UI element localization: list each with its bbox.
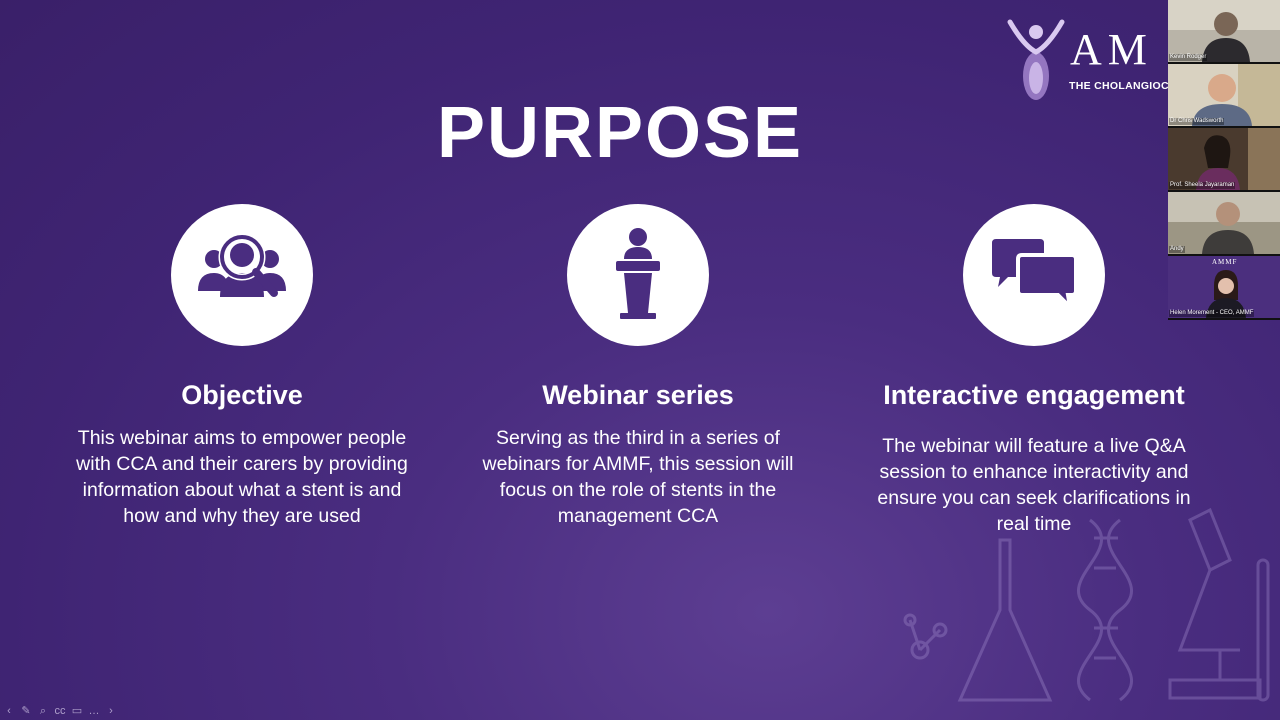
slide-title: PURPOSE xyxy=(436,93,804,173)
video-icon[interactable]: ▭ xyxy=(71,705,83,717)
participant-video xyxy=(1168,192,1280,254)
participant-background-logo: AMMF xyxy=(1212,258,1238,266)
participant-name: Helen Morement - CEO, AMMF xyxy=(1169,310,1255,317)
participant-name: Kevin Rodger xyxy=(1169,54,1208,61)
objective-text: This webinar aims to empower people with… xyxy=(76,427,408,527)
more-icon[interactable]: … xyxy=(88,705,100,717)
participant-name: Dr Chris Wadsworth xyxy=(1169,118,1225,125)
interactive-engagement-text: The webinar will feature a live Q&A sess… xyxy=(877,435,1191,535)
objective-heading: Objective xyxy=(181,380,303,410)
captions-icon[interactable]: cc xyxy=(54,705,66,717)
participant-tile[interactable]: Andy xyxy=(1168,192,1280,254)
lab-illustration xyxy=(903,507,1270,702)
purpose-column-interactive-engagement: Interactive engagement The webinar will … xyxy=(854,204,1214,537)
webinar-series-text: Serving as the third in a series of webi… xyxy=(482,427,794,527)
purpose-column-objective: Objective This webinar aims to empower p… xyxy=(62,204,422,529)
participant-name: Andy xyxy=(1169,246,1185,253)
participant-tile[interactable]: AMMF Helen Morement - CEO, AMMF xyxy=(1168,256,1280,318)
next-icon[interactable]: › xyxy=(109,705,113,717)
logo-wordmark: AM xyxy=(1070,25,1153,74)
participant-video xyxy=(1168,64,1280,126)
ammf-figure-icon xyxy=(1007,19,1065,100)
previous-icon[interactable]: ‹ xyxy=(7,705,11,717)
ammf-logo: AM THE CHOLANGIOCAR xyxy=(1000,14,1168,104)
interactive-engagement-heading: Interactive engagement xyxy=(883,380,1185,410)
participant-video xyxy=(1168,256,1280,318)
participant-video-strip: Kevin Rodger Dr Chris Wadsworth Prof. Sh… xyxy=(1168,0,1280,320)
webinar-series-heading: Webinar series xyxy=(542,380,734,410)
participant-tile[interactable]: Kevin Rodger xyxy=(1168,0,1280,62)
podium-speaker-icon xyxy=(616,228,660,319)
people-search-icon xyxy=(198,233,286,297)
participant-video xyxy=(1168,0,1280,62)
objective-icon-badge xyxy=(171,204,313,346)
logo-tagline: THE CHOLANGIOCAR xyxy=(1069,80,1168,92)
participant-name: Prof. Sheela Jayaraman xyxy=(1169,182,1236,189)
participant-tile[interactable]: Dr Chris Wadsworth xyxy=(1168,64,1280,126)
chat-bubbles-icon xyxy=(992,239,1078,313)
interactive-engagement-icon-badge xyxy=(963,204,1105,346)
participant-tile[interactable]: Prof. Sheela Jayaraman xyxy=(1168,128,1280,190)
purpose-column-webinar-series: Webinar series Serving as the third in a… xyxy=(458,204,818,529)
webinar-series-icon-badge xyxy=(567,204,709,346)
slide-toolbar: ‹ ✎ ⌕ cc ▭ … › xyxy=(2,704,118,718)
zoom-icon[interactable]: ⌕ xyxy=(39,705,47,717)
participant-video xyxy=(1168,128,1280,190)
pen-icon[interactable]: ✎ xyxy=(21,705,31,717)
